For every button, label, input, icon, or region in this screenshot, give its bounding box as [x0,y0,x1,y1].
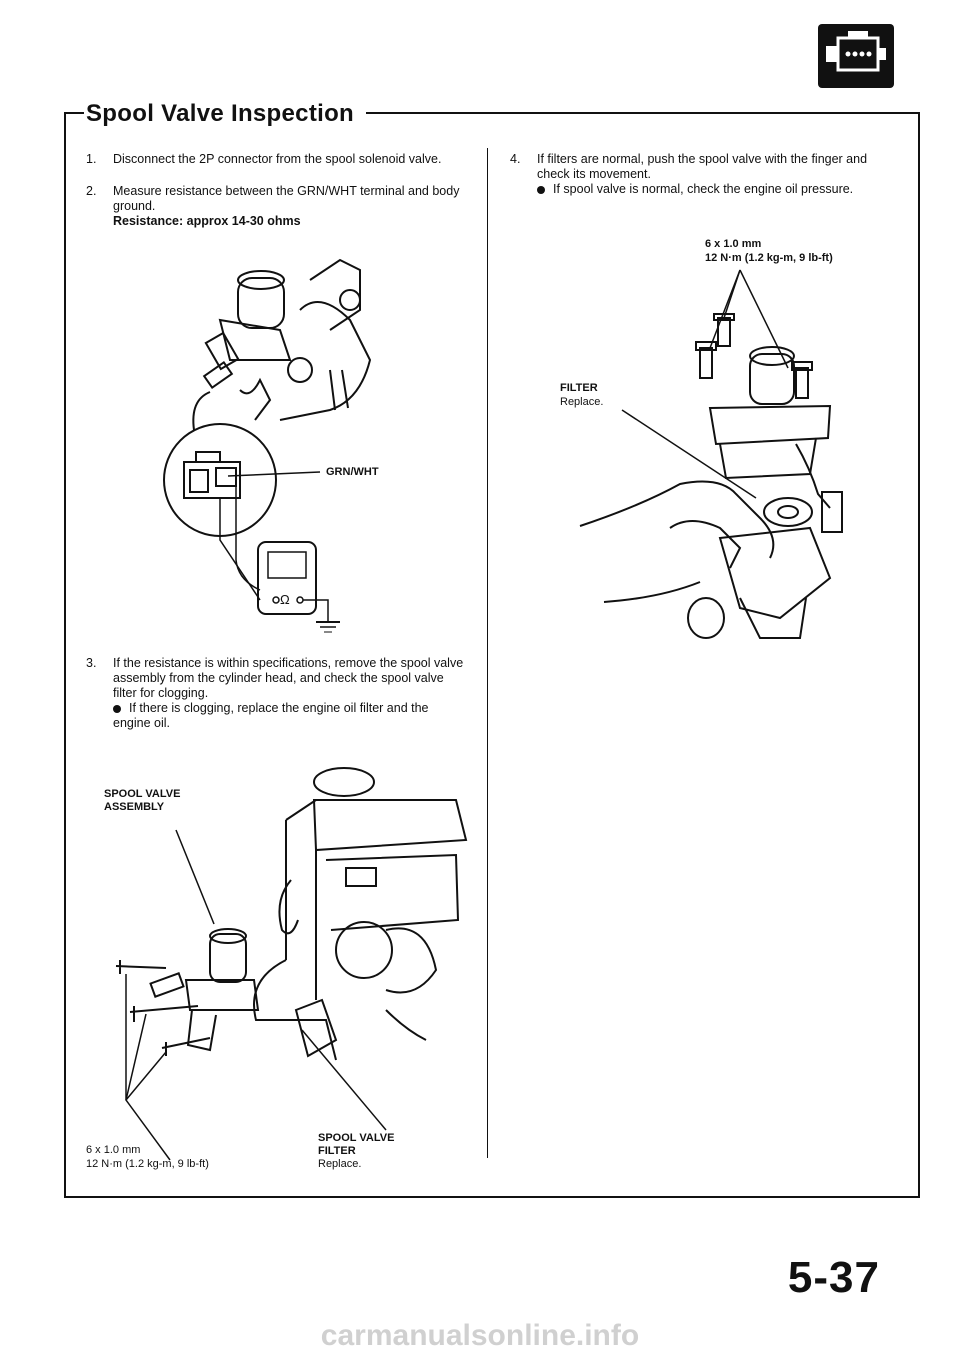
step-number: 1. [86,152,97,166]
engine-section-icon [818,24,894,88]
label-torque: 12 N·m (1.2 kg-m, 9 lb-ft) [86,1158,209,1170]
frame-bottom [64,1196,920,1198]
ohm-symbol: Ω [280,592,290,607]
column-divider [487,148,488,1158]
step-bullet-text: If there is clogging, replace the engine… [113,701,429,730]
step-text-wrap: If the resistance is within specificatio… [113,656,468,731]
label-torque: 12 N·m (1.2 kg-m, 9 lb-ft) [705,252,833,264]
resistance-spec: Resistance: approx 14-30 ohms [113,214,301,228]
frame-right [918,112,920,1198]
bullet-icon [537,185,545,194]
step-4: 4. If filters are normal, push the spool… [510,152,886,232]
label-filter: FILTER [560,382,598,394]
step-number: 3. [86,656,97,670]
figure-spool-valve-assembly: SPOOL VALVE ASSEMBLY SPOOL VALVE FILTER … [86,760,476,1180]
step-text: Measure resistance between the GRN/WHT t… [113,184,460,213]
step-text: If filters are normal, push the spool va… [537,152,868,181]
label-bolt-size: 6 x 1.0 mm [86,1144,141,1156]
step-text-wrap: Measure resistance between the GRN/WHT t… [113,184,468,229]
label-filter-replace: Replace. [318,1158,362,1170]
label-spool-valve-filter: SPOOL VALVE FILTER [318,1132,395,1157]
title-rule-right [366,112,920,114]
figure-resistance-check: GRN/WHT Ω [160,250,480,645]
step-text-wrap: If filters are normal, push the spool va… [537,152,886,197]
step-number: 4. [510,152,521,166]
page-title: Spool Valve Inspection [86,100,354,127]
figure-spool-valve-removed: 6 x 1.0 mm 12 N·m (1.2 kg-m, 9 lb-ft) FI… [560,238,890,658]
label-grn-wht: GRN/WHT [326,466,379,478]
step-1: 1. Disconnect the 2P connector from the … [86,152,468,184]
step-bullet-text: If spool valve is normal, check the engi… [553,182,854,196]
title-rule-left [66,112,84,114]
step-text: Disconnect the 2P connector from the spo… [113,152,442,166]
step-number: 2. [86,184,97,198]
frame-left [64,112,66,1198]
label-spool-valve-assembly: SPOOL VALVE ASSEMBLY [104,788,181,813]
step-3: 3. If the resistance is within specifica… [86,656,468,738]
label-filter-replace: Replace. [560,396,604,408]
watermark: carmanualsonline.info [320,1319,640,1352]
label-bolt-size: 6 x 1.0 mm [705,238,762,250]
step-text: If the resistance is within specificatio… [113,656,464,700]
page-number: 5-37 [787,1253,880,1302]
bullet-icon [113,704,121,713]
step-2: 2. Measure resistance between the GRN/WH… [86,184,468,232]
